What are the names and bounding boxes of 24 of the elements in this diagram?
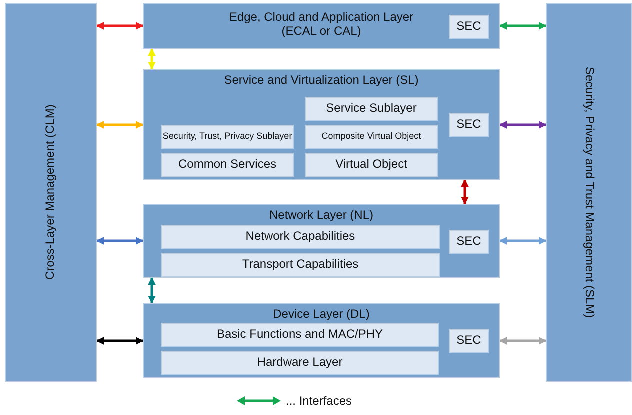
management-bar: Security, Privacy and Trust Management (SLM) (546, 3, 632, 382)
sublayer-box: Virtual Object (305, 153, 438, 177)
layer-panel (143, 303, 500, 378)
security-box: SEC (449, 230, 489, 254)
layer-title: Device Layer (DL) (273, 307, 370, 322)
layer-title: Edge, Cloud and Application Layer (ECAL or CAL) (228, 10, 415, 39)
sublayer-box: Common Services (161, 153, 294, 177)
layer-panel (143, 3, 500, 49)
sublayer-box: Transport Capabilities (161, 253, 440, 277)
security-box: SEC (449, 329, 489, 353)
layer-panel (143, 204, 500, 278)
security-box: SEC (449, 113, 489, 137)
sublayer-box: Basic Functions and MAC/PHY (161, 323, 439, 347)
sublayer-box: Security, Trust, Privacy Sublayer (161, 125, 294, 149)
sublayer-box: Composite Virtual Object (305, 125, 438, 149)
sublayer-box: Network Capabilities (161, 225, 440, 249)
sublayer-box: Hardware Layer (161, 351, 439, 375)
management-bar: Cross-Layer Management (CLM) (5, 3, 97, 382)
legend-label: ... Interfaces (286, 394, 352, 408)
sublayer-box: Service Sublayer (305, 97, 438, 121)
security-box: SEC (449, 15, 489, 39)
layer-panel (143, 69, 500, 180)
layer-title: Network Layer (NL) (269, 208, 374, 222)
layer-title: Service and Virtualization Layer (SL) (224, 73, 419, 88)
